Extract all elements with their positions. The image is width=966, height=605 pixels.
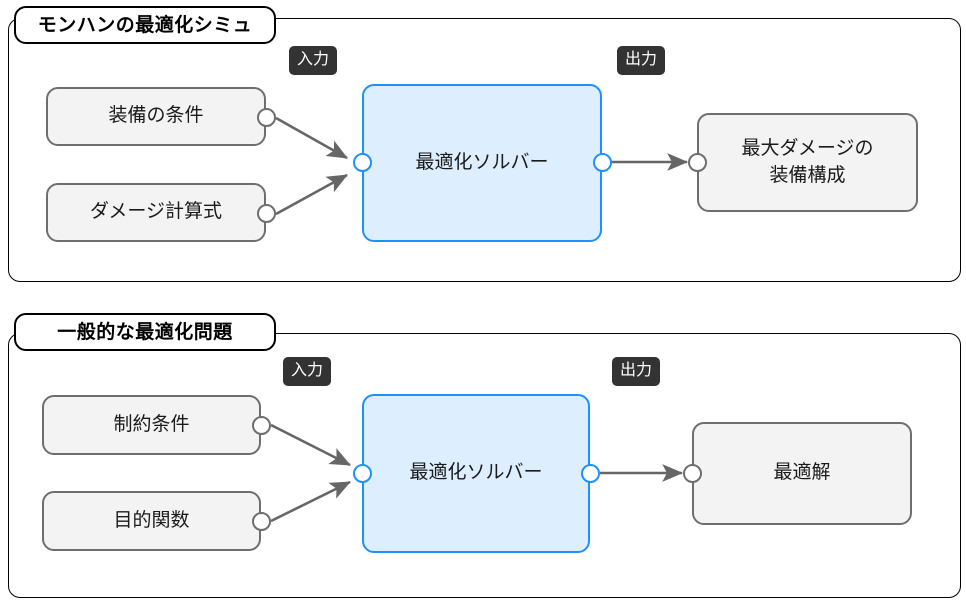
- port-input-damage-formula[interactable]: [257, 204, 276, 223]
- node-solver-p2[interactable]: 最適化ソルバー: [362, 394, 590, 553]
- node-input-objective-function[interactable]: 目的関数: [42, 491, 261, 551]
- node-solver-p1[interactable]: 最適化ソルバー: [362, 84, 602, 242]
- node-output-optimal-solution[interactable]: 最適解: [692, 422, 912, 525]
- port-input-constraints[interactable]: [252, 416, 271, 435]
- port-output-max-damage-build[interactable]: [688, 153, 707, 172]
- stage-badge-input-p1: 入力: [289, 46, 338, 75]
- panel-monhan-title: モンハンの最適化シミュ: [14, 6, 276, 44]
- node-input-equipment-condition[interactable]: 装備の条件: [46, 87, 266, 146]
- panel-general-title: 一般的な最適化問題: [14, 313, 276, 351]
- port-output-optimal-solution[interactable]: [683, 464, 702, 483]
- port-input-equipment-condition[interactable]: [257, 108, 276, 127]
- port-input-objective-function[interactable]: [252, 512, 271, 531]
- stage-badge-output-p2: 出力: [612, 357, 661, 386]
- port-solver-input-p2[interactable]: [353, 464, 372, 483]
- port-solver-input-p1[interactable]: [353, 153, 372, 172]
- node-input-damage-formula[interactable]: ダメージ計算式: [46, 183, 266, 242]
- node-input-constraints[interactable]: 制約条件: [42, 395, 261, 455]
- stage-badge-input-p2: 入力: [283, 357, 332, 386]
- node-output-max-damage-build[interactable]: 最大ダメージの 装備構成: [697, 113, 918, 212]
- port-solver-output-p1[interactable]: [593, 153, 612, 172]
- port-solver-output-p2[interactable]: [581, 464, 600, 483]
- stage-badge-output-p1: 出力: [617, 46, 666, 75]
